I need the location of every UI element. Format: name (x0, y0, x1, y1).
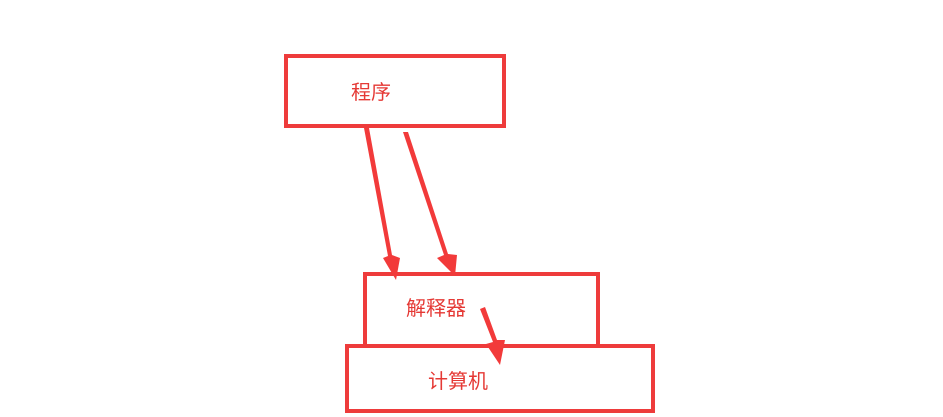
computer-label: 计算机 (428, 369, 488, 393)
arrow-program-to-interpreter-left (364, 128, 400, 280)
arrow-program-to-interpreter-right (403, 132, 457, 276)
arrow-interpreter-to-computer (480, 307, 505, 365)
program-label: 程序 (351, 80, 391, 104)
program-box (284, 54, 506, 128)
interpreter-label: 解释器 (406, 296, 466, 320)
